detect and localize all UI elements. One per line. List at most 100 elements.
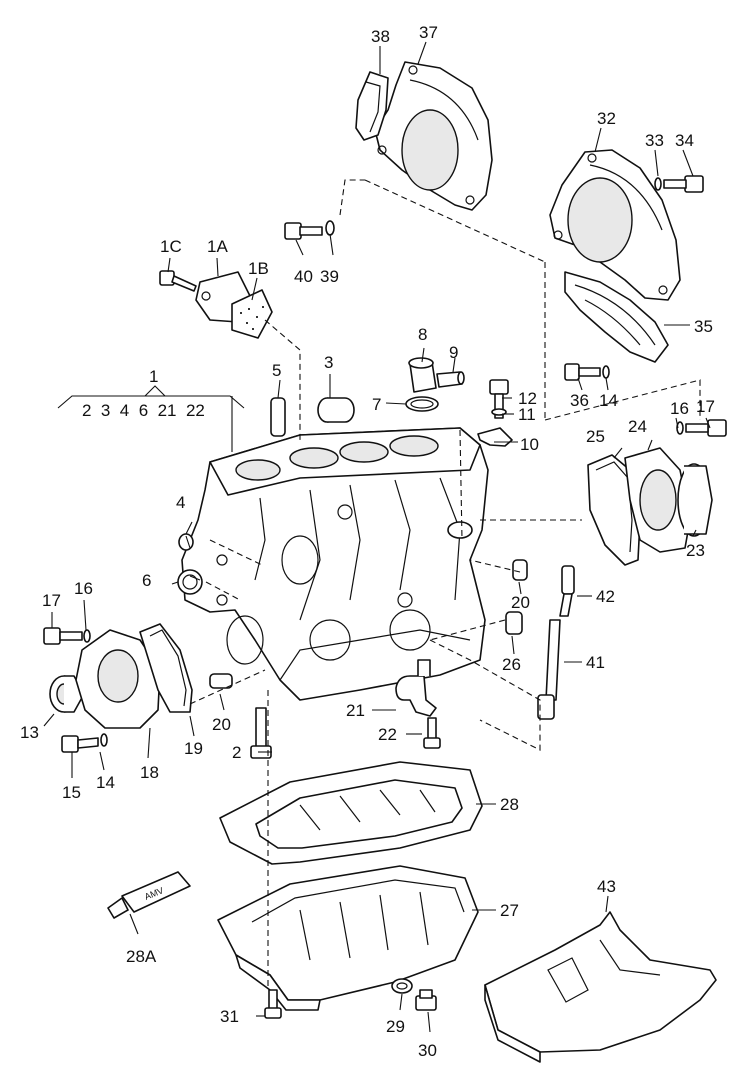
callout-39: 39 <box>320 267 339 286</box>
part-27-oil-pan <box>217 865 479 1011</box>
leader-lines <box>43 41 711 1033</box>
part-35-seal-plate <box>564 271 669 363</box>
callout-7: 7 <box>372 395 381 414</box>
part-20-dowel-left <box>209 673 233 689</box>
part-40-bolt <box>284 222 323 240</box>
part-21-oil-spray-jet <box>395 659 437 717</box>
part-22-bolt <box>423 717 441 749</box>
part-5-dowel-sleeve <box>270 397 286 437</box>
callout-34: 34 <box>675 131 694 150</box>
callout-2: 2 <box>232 743 241 762</box>
callout-1: 1 <box>149 367 158 386</box>
callout-12: 12 <box>518 389 537 408</box>
callout-1C: 1C <box>160 237 182 256</box>
callout-labels: 1 1A 1B 1C 2 3 4 6 21 22 2 3 4 5 6 7 8 9… <box>20 23 715 1060</box>
part-6-core-plug <box>177 569 203 595</box>
callout-18: 18 <box>140 763 159 782</box>
part-33-washer <box>654 177 662 191</box>
callout-8: 8 <box>418 325 427 344</box>
part-3-bushing <box>317 397 355 423</box>
part-28A-sealant-tube: AMV <box>107 871 191 919</box>
callout-5: 5 <box>272 361 281 380</box>
callout-16-left: 16 <box>74 579 93 598</box>
callout-20-right: 20 <box>511 593 530 612</box>
callout-10: 10 <box>520 435 539 454</box>
part-43-oil-pan-alt <box>484 911 717 1063</box>
part-34-bolt <box>663 175 704 193</box>
part-14-washer-upper <box>602 365 610 379</box>
callout-22: 22 <box>378 725 397 744</box>
callout-25: 25 <box>586 427 605 446</box>
part-16-washer-left <box>83 629 91 643</box>
callout-17-left: 17 <box>42 591 61 610</box>
callout-6: 6 <box>142 571 151 590</box>
callout-13: 13 <box>20 723 39 742</box>
part-41-dipstick-tube <box>537 619 561 720</box>
callout-11: 11 <box>518 405 536 424</box>
callout-16-right: 16 <box>670 399 689 418</box>
callout-14-upper: 14 <box>599 391 618 410</box>
part-19-gasket-front <box>139 623 193 713</box>
callout-17-right: 17 <box>696 397 715 416</box>
part-36-bolt <box>564 363 601 381</box>
part-28-oil-pan-gasket <box>219 761 483 865</box>
callout-26: 26 <box>502 655 521 674</box>
callout-1A: 1A <box>207 237 228 256</box>
callout-27: 27 <box>500 901 519 920</box>
callout-38: 38 <box>371 27 390 46</box>
callout-29: 29 <box>386 1017 405 1036</box>
callout-42: 42 <box>596 587 615 606</box>
callout-15: 15 <box>62 783 81 802</box>
part-32-front-flange <box>549 149 681 301</box>
part-18-seal-flange-front <box>75 629 161 729</box>
part-29-seal-washer <box>391 978 413 994</box>
part-1B-gasket <box>231 289 273 339</box>
callout-9: 9 <box>449 343 458 362</box>
part-30-drain-plug <box>415 989 437 1011</box>
callout-35: 35 <box>694 317 713 336</box>
part-8-plug <box>408 357 437 393</box>
callout-1B: 1B <box>248 259 269 278</box>
callout-32: 32 <box>597 109 616 128</box>
callout-4: 4 <box>176 493 185 512</box>
callout-43: 43 <box>597 877 616 896</box>
part-20-dowel-right <box>512 559 528 581</box>
callout-36: 36 <box>570 391 589 410</box>
part-17-bolt-right <box>685 419 727 437</box>
part-10-bracket <box>477 427 513 447</box>
callout-30: 30 <box>418 1041 437 1060</box>
part-15-bolt <box>61 735 99 753</box>
part-1-cylinder-block <box>181 427 489 701</box>
callout-28A: 28A <box>126 947 157 966</box>
callout-14-lower: 14 <box>96 773 115 792</box>
part-24-seal-flange <box>624 447 691 553</box>
callout-19: 19 <box>184 739 203 758</box>
part-39-washer <box>325 220 335 236</box>
callout-37: 37 <box>419 23 438 42</box>
callout-21: 21 <box>346 701 365 720</box>
callout-23: 23 <box>686 541 705 560</box>
part-13-crank-seal-front <box>49 675 85 713</box>
callout-31: 31 <box>220 1007 239 1026</box>
callout-1-subparts: 2 3 4 6 21 22 <box>82 401 205 420</box>
part-37-rear-cover-plate <box>374 61 493 211</box>
part-38-gasket <box>355 71 389 141</box>
callout-33: 33 <box>645 131 664 150</box>
callout-3: 3 <box>324 353 333 372</box>
callout-40: 40 <box>294 267 313 286</box>
callout-41: 41 <box>586 653 605 672</box>
part-1C-bolt <box>159 270 197 292</box>
callout-28: 28 <box>500 795 519 814</box>
callout-24: 24 <box>628 417 647 436</box>
part-17-bolt-left <box>43 627 83 645</box>
part-16-washer-right <box>676 421 684 435</box>
part-9-sleeve <box>436 371 465 388</box>
part-26-sleeve <box>505 611 523 635</box>
part-42-dipstick-upper <box>559 565 575 617</box>
part-31-pan-bolt <box>264 989 282 1019</box>
part-7-o-ring <box>405 396 439 412</box>
part-23-crank-seal <box>677 463 713 537</box>
part-14-washer-lower <box>100 733 108 747</box>
